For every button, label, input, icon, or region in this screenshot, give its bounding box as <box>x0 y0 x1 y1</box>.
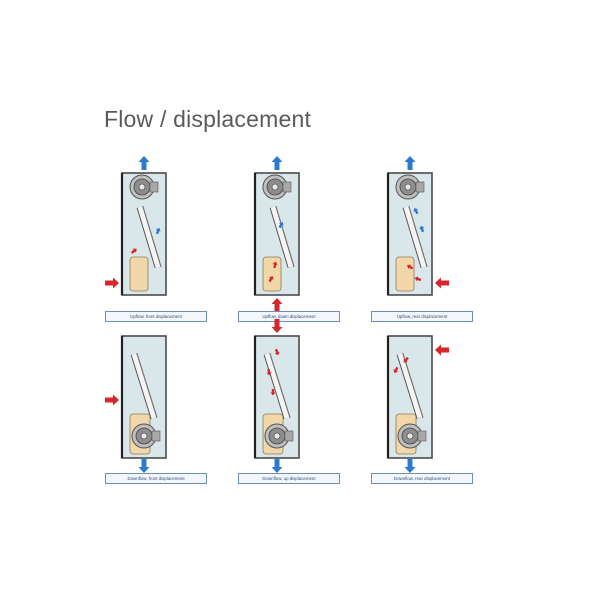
fan-icon <box>262 174 292 200</box>
cool-flow-icon <box>155 227 161 235</box>
warm-flow-icon <box>403 356 409 363</box>
cabinet-illustration <box>105 335 167 473</box>
unit-caption: Downflow, front displacement <box>105 473 207 484</box>
unit-diagram-4: Downflow, front displacement <box>100 318 210 498</box>
supply-arrow-icon <box>404 459 416 473</box>
cabinet-illustration <box>253 319 300 473</box>
unit-diagram-1: Upflow, front displacement <box>100 155 210 335</box>
return-arrow-icon <box>105 394 119 406</box>
unit-diagram-6: Downflow, rear displacement <box>366 318 476 498</box>
supply-arrow-icon <box>138 156 150 170</box>
cool-flow-icon <box>419 225 425 233</box>
unit-caption: Upflow, rear displacement <box>371 311 473 322</box>
warm-flow-icon <box>406 264 414 270</box>
warm-flow-icon <box>272 261 278 269</box>
fan-icon <box>264 423 294 449</box>
supply-arrow-icon <box>404 156 416 170</box>
coil-icon <box>396 352 424 420</box>
page-title: Flow / displacement <box>104 106 312 132</box>
cabinet-illustration <box>105 156 167 296</box>
unit-caption: Upflow, down displacement <box>238 311 340 322</box>
supply-arrow-icon <box>138 459 150 473</box>
warm-flow-icon <box>393 366 399 374</box>
cool-flow-icon <box>413 207 419 215</box>
coil-icon <box>130 352 158 420</box>
unit-diagram-5: Downflow, up displacement <box>233 318 343 498</box>
cool-flow-icon <box>278 221 284 229</box>
return-arrow-icon <box>271 298 283 312</box>
fan-icon <box>129 174 159 200</box>
heater-icon <box>262 256 282 292</box>
cabinet-illustration <box>386 156 449 296</box>
unit-diagram-2: Upflow, down displacement <box>233 155 343 335</box>
cabinet-illustration <box>386 335 449 473</box>
return-arrow-icon <box>105 277 119 289</box>
coil-icon <box>269 205 295 269</box>
fan-icon <box>131 423 161 449</box>
unit-caption: Downflow, up displacement <box>238 473 340 484</box>
fan-icon <box>395 174 425 200</box>
unit-diagram-3: Upflow, rear displacement <box>366 155 476 335</box>
warm-flow-icon <box>414 276 422 282</box>
return-arrow-icon <box>271 319 283 333</box>
warm-flow-icon <box>274 348 280 356</box>
return-arrow-icon <box>435 277 449 289</box>
warm-flow-icon <box>130 248 137 254</box>
warm-flow-icon <box>268 275 274 283</box>
warm-flow-icon <box>266 368 272 376</box>
warm-flow-icon <box>270 389 276 396</box>
heater-icon <box>129 256 149 292</box>
supply-arrow-icon <box>271 459 283 473</box>
supply-arrow-icon <box>271 156 283 170</box>
fan-icon <box>397 423 427 449</box>
unit-caption: Upflow, front displacement <box>105 311 207 322</box>
coil-icon <box>136 205 162 269</box>
coil-icon <box>263 352 291 420</box>
coil-icon <box>402 205 428 269</box>
unit-caption: Downflow, rear displacement <box>371 473 473 484</box>
heater-icon <box>395 256 415 292</box>
cabinet-illustration <box>253 156 300 312</box>
return-arrow-icon <box>435 344 449 356</box>
